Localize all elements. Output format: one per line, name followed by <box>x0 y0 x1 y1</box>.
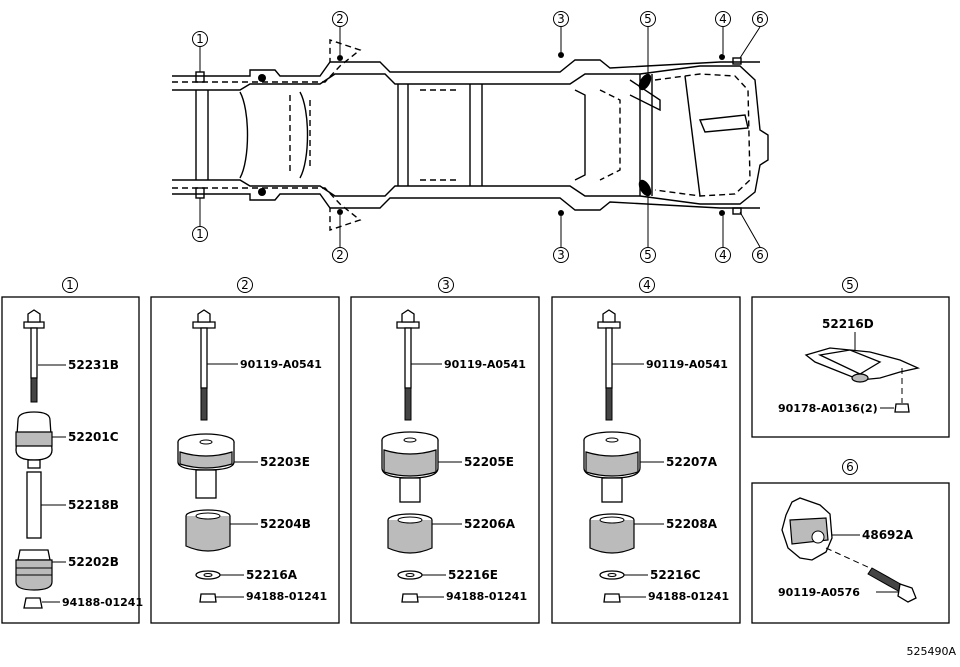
figure-id: 525490A <box>906 645 956 658</box>
part-label: 90119-A0541 <box>444 358 526 371</box>
svg-text:6: 6 <box>846 460 854 474</box>
panel-header-3: 3 <box>438 277 454 293</box>
part-label: 52216D <box>822 317 874 331</box>
frame-callout-3-bottom: 3 <box>553 247 569 263</box>
svg-text:4: 4 <box>643 278 651 292</box>
part-label: 52207A <box>666 455 718 469</box>
frame-callout-2-top: 2 <box>332 11 348 27</box>
frame-callout-5-top: 5 <box>640 11 656 27</box>
panel-header-1: 1 <box>62 277 78 293</box>
part-label: 52231B <box>68 358 119 372</box>
panel-1: 52231B 52201C 52218B 52202B 94188-01241 <box>1 296 143 624</box>
part-label: 52205E <box>464 455 514 469</box>
part-label: 52208A <box>666 517 718 531</box>
part-label: 90119-A0541 <box>240 358 322 371</box>
panel-header-6: 6 <box>842 459 858 475</box>
frame-callout-4-bottom: 4 <box>715 247 731 263</box>
svg-text:3: 3 <box>557 248 565 262</box>
frame-callout-6-bottom: 6 <box>752 247 768 263</box>
part-label: 48692A <box>862 528 914 542</box>
part-label: 52203E <box>260 455 310 469</box>
svg-text:2: 2 <box>336 12 344 26</box>
frame-callout-2-bottom: 2 <box>332 247 348 263</box>
panel-3: 90119-A0541 52205E 52206A 52216E 94188-0… <box>350 296 540 624</box>
part-label: 52204B <box>260 517 311 531</box>
vehicle-frame <box>172 39 769 231</box>
part-label: 94188-01241 <box>246 590 327 603</box>
panel-2: 90119-A0541 52203E 52204B 52216A 94188-0… <box>150 296 340 624</box>
part-label: 52206A <box>464 517 516 531</box>
frame-callout-1-bottom: 1 <box>192 226 208 242</box>
svg-text:2: 2 <box>336 248 344 262</box>
svg-text:6: 6 <box>756 248 764 262</box>
svg-text:4: 4 <box>719 12 727 26</box>
svg-text:6: 6 <box>756 12 764 26</box>
panel-header-4: 4 <box>639 277 655 293</box>
svg-text:3: 3 <box>442 278 450 292</box>
panel-header-5: 5 <box>842 277 858 293</box>
frame-callout-4-top: 4 <box>715 11 731 27</box>
panel-5: 52216D 90178-A0136(2) <box>751 296 950 438</box>
part-label: 90119-A0576 <box>778 586 860 599</box>
svg-text:1: 1 <box>196 32 204 46</box>
svg-text:5: 5 <box>644 248 652 262</box>
svg-text:4: 4 <box>719 248 727 262</box>
part-label: 52216E <box>448 568 498 582</box>
part-label: 52216C <box>650 568 701 582</box>
frame-callout-6-top: 6 <box>752 11 768 27</box>
panel-6: 48692A 90119-A0576 <box>751 482 950 624</box>
svg-text:3: 3 <box>557 12 565 26</box>
part-label: 94188-01241 <box>446 590 527 603</box>
part-label: 52216A <box>246 568 298 582</box>
part-label: 52202B <box>68 555 119 569</box>
panel-header-2: 2 <box>237 277 253 293</box>
svg-text:5: 5 <box>644 12 652 26</box>
part-label: 94188-01241 <box>648 590 729 603</box>
part-label: 94188-01241 <box>62 596 143 609</box>
frame-callout-1-top: 1 <box>192 31 208 47</box>
part-label: 52218B <box>68 498 119 512</box>
panel-4: 90119-A0541 52207A 52208A 52216C 94188-0… <box>551 296 741 624</box>
part-label: 52201C <box>68 430 119 444</box>
part-label: 90178-A0136(2) <box>778 402 878 415</box>
svg-text:1: 1 <box>66 278 74 292</box>
part-label: 90119-A0541 <box>646 358 728 371</box>
svg-text:5: 5 <box>846 278 854 292</box>
frame-callout-5-bottom: 5 <box>640 247 656 263</box>
svg-text:2: 2 <box>241 278 249 292</box>
frame-callout-3-top: 3 <box>553 11 569 27</box>
svg-text:1: 1 <box>196 227 204 241</box>
